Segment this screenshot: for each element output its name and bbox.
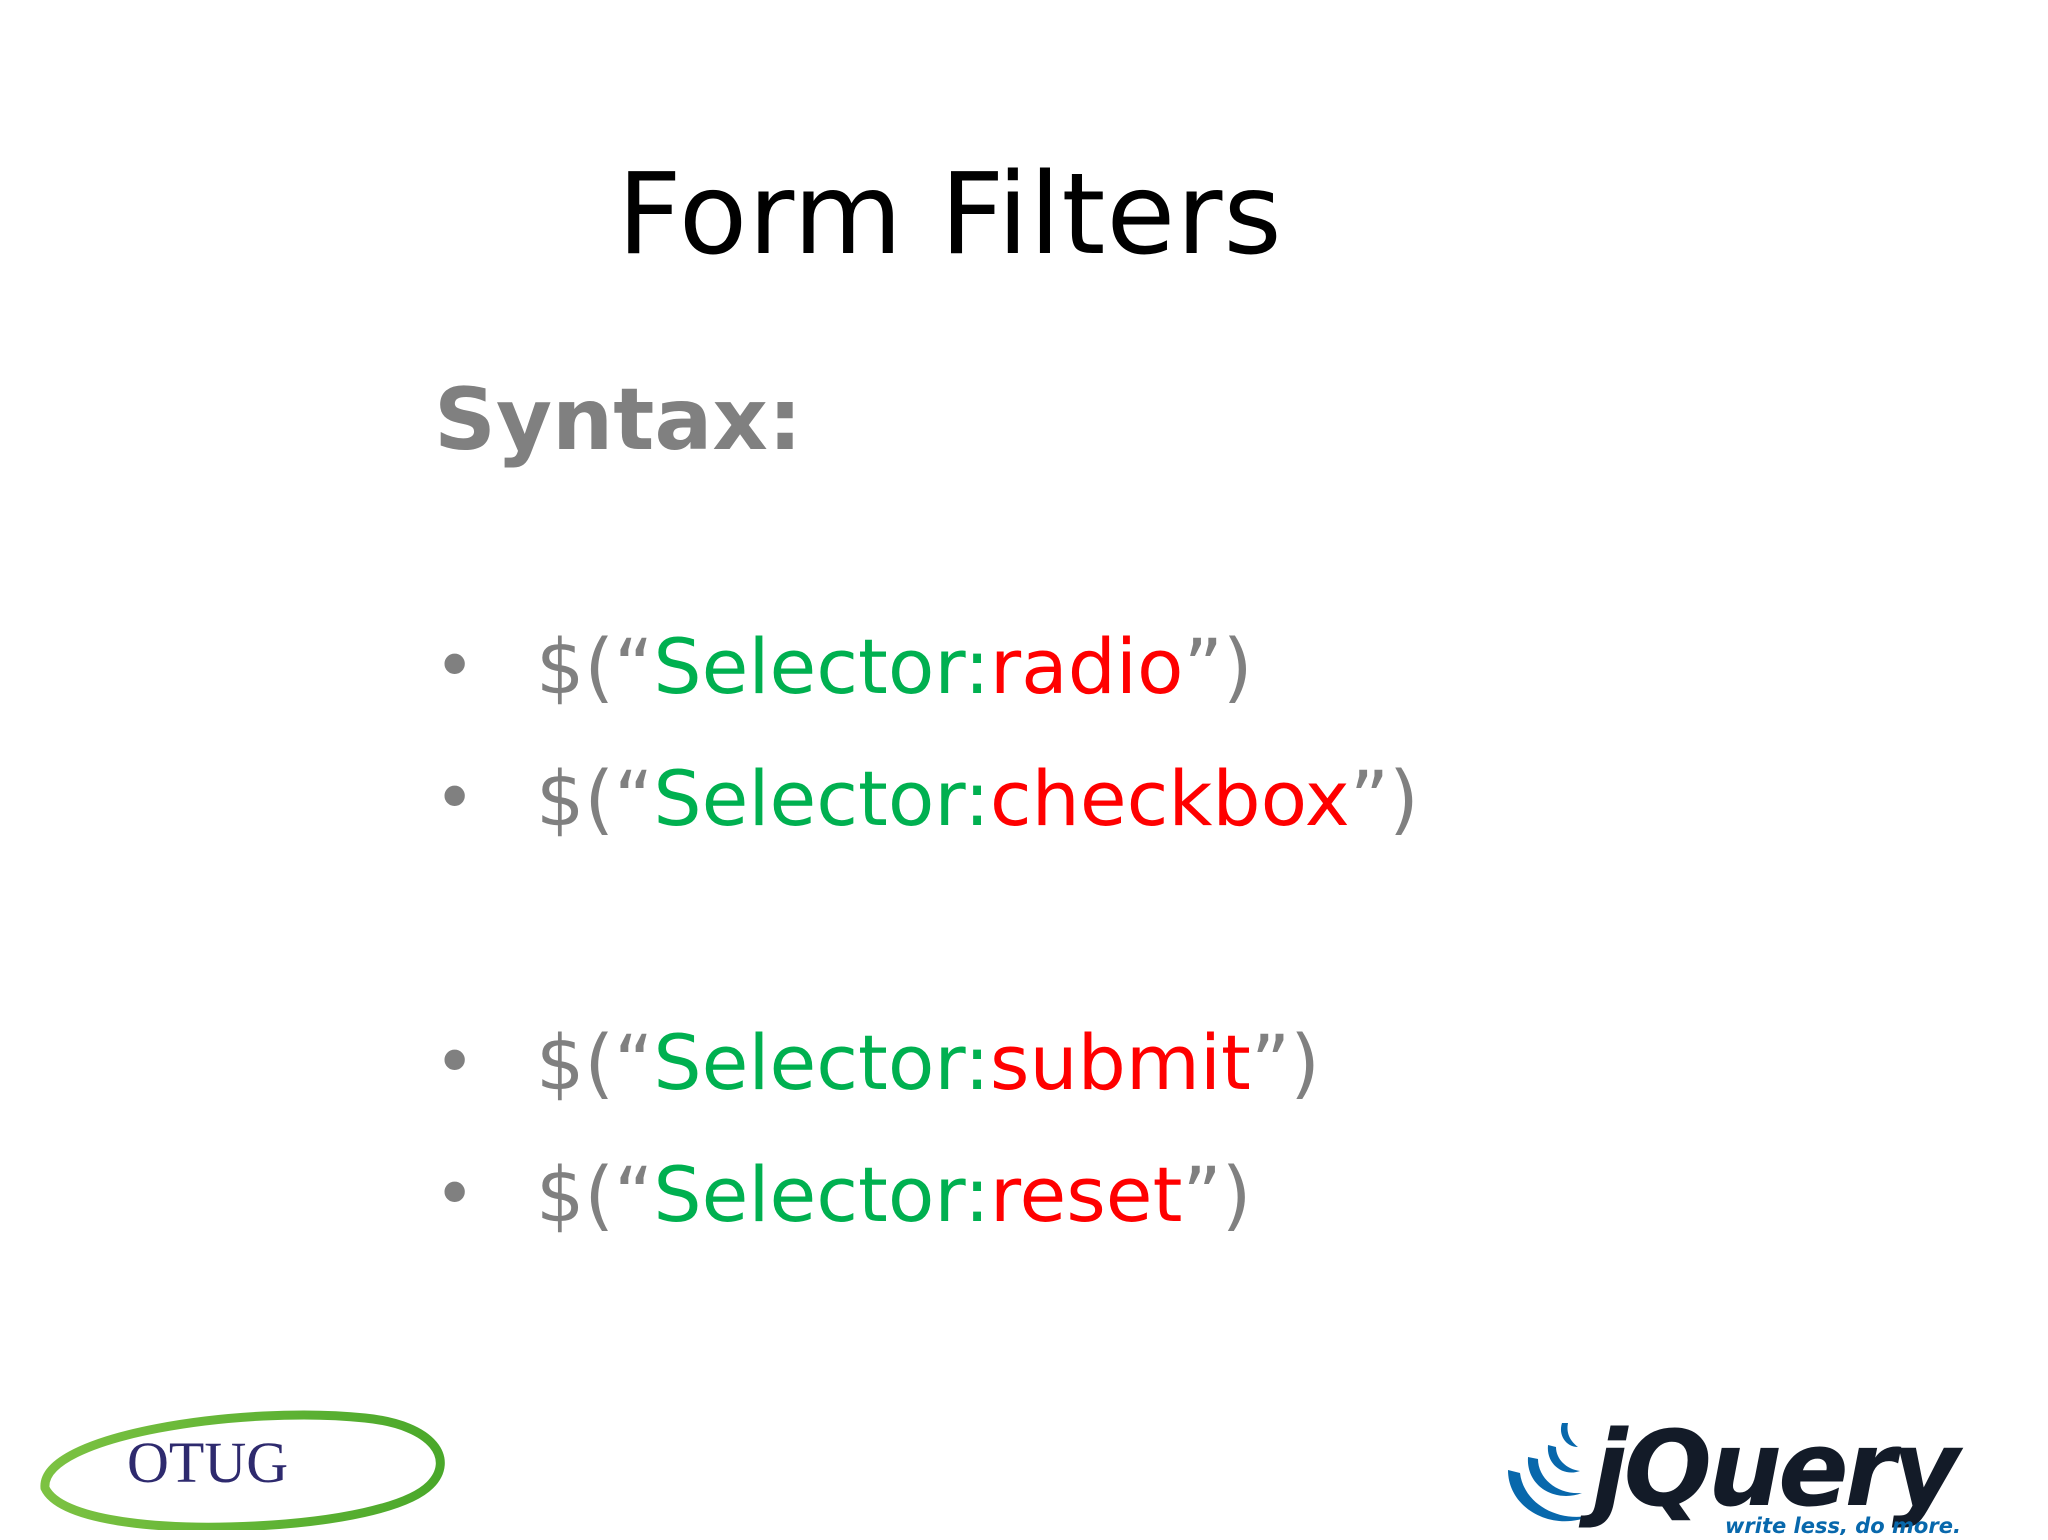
code-filter: submit bbox=[989, 1017, 1251, 1107]
bullet-icon: • bbox=[434, 625, 476, 707]
selector-list: • $(“Selector:radio”) • $(“Selector:chec… bbox=[434, 600, 1419, 1260]
bullet-icon: • bbox=[434, 757, 476, 839]
jquery-logo: jQuery write less, do more. bbox=[1500, 1405, 2000, 1538]
code-prefix: $(“ bbox=[536, 1149, 654, 1239]
slide-title: Form Filters bbox=[617, 150, 1283, 280]
syntax-label: Syntax: bbox=[434, 370, 803, 470]
bullet-icon: • bbox=[434, 1153, 476, 1235]
code-prefix: $(“ bbox=[536, 1017, 654, 1107]
code-selector: Selector: bbox=[653, 1017, 990, 1107]
list-item-reset: • $(“Selector:reset”) bbox=[434, 1128, 1419, 1260]
code-selector: Selector: bbox=[653, 621, 990, 711]
jquery-logo-icon: jQuery write less, do more. bbox=[1508, 1408, 1968, 1538]
code-suffix: ”) bbox=[1349, 753, 1419, 843]
code-prefix: $(“ bbox=[536, 753, 654, 843]
otug-logo-icon: OTUG bbox=[40, 1410, 445, 1532]
code-filter: radio bbox=[989, 621, 1184, 711]
code-filter: checkbox bbox=[989, 753, 1350, 843]
jquery-logo-text: jQuery bbox=[1578, 1408, 1964, 1530]
code-selector: Selector: bbox=[653, 1149, 990, 1239]
code-suffix: ”) bbox=[1250, 1017, 1320, 1107]
code-suffix: ”) bbox=[1183, 621, 1253, 711]
code-suffix: ”) bbox=[1182, 1149, 1252, 1239]
otug-logo: OTUG bbox=[35, 1400, 445, 1532]
list-item-radio: • $(“Selector:radio”) bbox=[434, 600, 1419, 732]
jquery-tagline: write less, do more. bbox=[1725, 1514, 1961, 1535]
list-item-submit: • $(“Selector:submit”) bbox=[434, 996, 1419, 1128]
code-selector: Selector: bbox=[653, 753, 990, 843]
bullet-icon: • bbox=[434, 1021, 476, 1103]
otug-logo-text: OTUG bbox=[127, 1430, 288, 1495]
code-filter: reset bbox=[989, 1149, 1183, 1239]
list-item-checkbox: • $(“Selector:checkbox”) bbox=[434, 732, 1419, 864]
code-prefix: $(“ bbox=[536, 621, 654, 711]
